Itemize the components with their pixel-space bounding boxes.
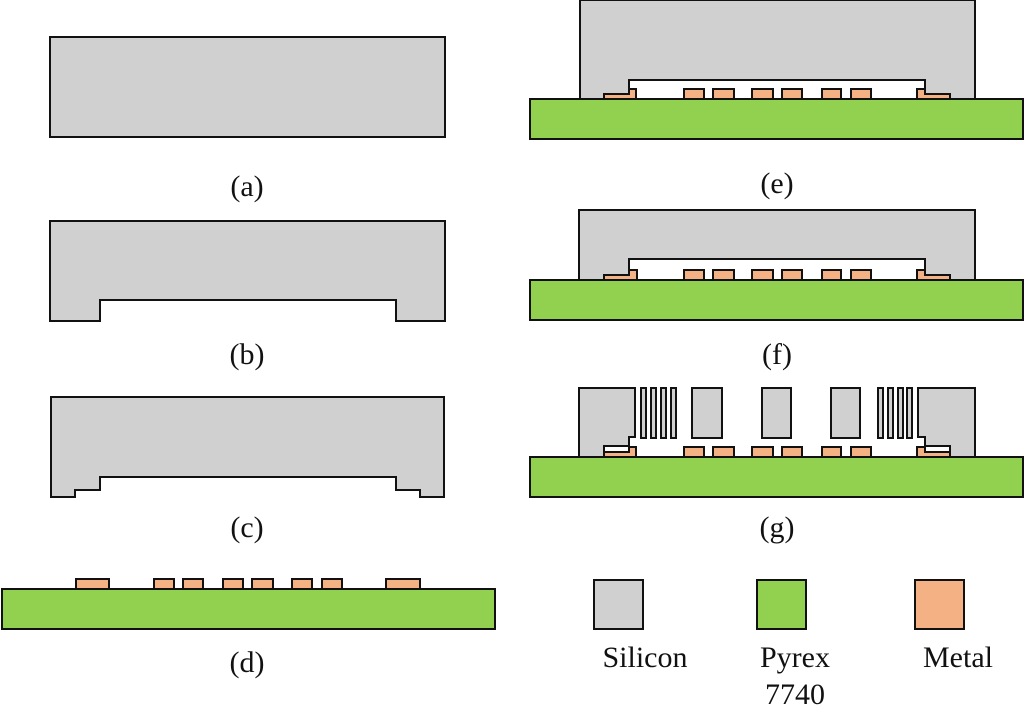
metal-pad bbox=[781, 269, 803, 281]
metal-pad bbox=[385, 578, 421, 590]
metal-pad bbox=[781, 88, 803, 100]
metal-pad bbox=[751, 88, 774, 100]
panel-label-c: (c) bbox=[230, 511, 263, 544]
metal-pad bbox=[850, 269, 872, 281]
legend: Silicon Pyrex 7740 Metal bbox=[593, 579, 993, 710]
metal-pad bbox=[291, 578, 313, 590]
comb-finger bbox=[887, 387, 894, 439]
legend-item-silicon: Silicon bbox=[593, 579, 688, 674]
metal-pad bbox=[683, 269, 705, 281]
comb-finger bbox=[660, 387, 667, 439]
silicon-with-step-etch bbox=[50, 396, 445, 498]
metal-pad bbox=[712, 269, 735, 281]
metal-pad bbox=[751, 446, 774, 458]
legend-label-pyrex-grade: 7740 bbox=[765, 678, 825, 710]
silicon-block bbox=[691, 387, 723, 439]
metal-contact-left bbox=[603, 88, 637, 100]
panel-b: (b) bbox=[49, 220, 446, 371]
panel-label-d: (d) bbox=[230, 646, 265, 679]
metal-contact-left bbox=[603, 269, 638, 281]
metal-pad bbox=[712, 446, 735, 458]
panel-label-b: (b) bbox=[230, 338, 265, 371]
comb-finger bbox=[877, 387, 884, 439]
panel-label-a: (a) bbox=[230, 170, 263, 203]
legend-swatch-silicon bbox=[593, 579, 644, 630]
panel-c: (c) bbox=[50, 396, 445, 544]
pyrex-substrate bbox=[1, 588, 496, 630]
silicon-block bbox=[761, 387, 792, 439]
metal-pad bbox=[75, 578, 110, 590]
metal-pad bbox=[751, 269, 774, 281]
metal-pad bbox=[182, 578, 204, 590]
metal-pad bbox=[821, 88, 842, 100]
metal-pad bbox=[222, 578, 244, 590]
legend-swatch-metal bbox=[914, 579, 965, 630]
legend-label-metal: Metal bbox=[923, 641, 993, 674]
silicon-wafer bbox=[49, 36, 446, 138]
panel-d: (d) bbox=[1, 578, 496, 679]
metal-pad bbox=[683, 88, 705, 100]
metal-electrodes bbox=[603, 88, 951, 100]
panel-label-g: (g) bbox=[760, 511, 795, 544]
panel-label-e: (e) bbox=[760, 167, 793, 200]
panel-label-f: (f) bbox=[762, 338, 792, 371]
silicon-anchor-right bbox=[917, 387, 976, 458]
comb-finger bbox=[650, 387, 657, 439]
silicon-block bbox=[830, 387, 861, 439]
panel-a: (a) bbox=[49, 36, 446, 203]
metal-pad bbox=[781, 446, 803, 458]
metal-contact-right bbox=[916, 88, 951, 100]
metal-pad bbox=[683, 446, 705, 458]
metal-electrodes bbox=[603, 446, 951, 458]
metal-pad bbox=[850, 88, 872, 100]
comb-finger bbox=[640, 387, 647, 439]
panel-g: (g) bbox=[529, 387, 1024, 544]
silicon-anchor-left bbox=[578, 387, 636, 458]
legend-item-metal: Metal bbox=[914, 579, 993, 674]
metal-pad bbox=[321, 578, 343, 590]
metal-pad bbox=[821, 446, 842, 458]
legend-label-pyrex: Pyrex bbox=[760, 641, 830, 674]
cavity bbox=[628, 258, 926, 281]
panel-e: (e) bbox=[529, 0, 1024, 200]
metal-pad bbox=[821, 269, 842, 281]
metal-pad bbox=[251, 578, 274, 590]
comb-finger bbox=[906, 387, 913, 439]
pyrex-substrate bbox=[529, 98, 1024, 140]
legend-swatch-pyrex bbox=[756, 579, 807, 630]
metal-contact-right bbox=[916, 446, 951, 458]
metal-electrodes bbox=[75, 578, 421, 590]
metal-contact-right bbox=[916, 269, 951, 281]
legend-label-silicon: Silicon bbox=[602, 641, 687, 674]
pyrex-substrate bbox=[529, 279, 1024, 321]
metal-contact-left bbox=[603, 446, 637, 458]
panel-f: (f) bbox=[529, 209, 1024, 371]
metal-pad bbox=[712, 88, 735, 100]
metal-pad bbox=[850, 446, 872, 458]
pyrex-substrate bbox=[529, 456, 1024, 498]
cavity bbox=[628, 79, 926, 100]
metal-electrodes bbox=[603, 269, 951, 281]
legend-item-pyrex: Pyrex 7740 bbox=[756, 579, 830, 710]
metal-pad bbox=[153, 578, 175, 590]
comb-finger bbox=[670, 387, 677, 439]
silicon-with-recess bbox=[49, 220, 446, 322]
comb-finger bbox=[897, 387, 904, 439]
